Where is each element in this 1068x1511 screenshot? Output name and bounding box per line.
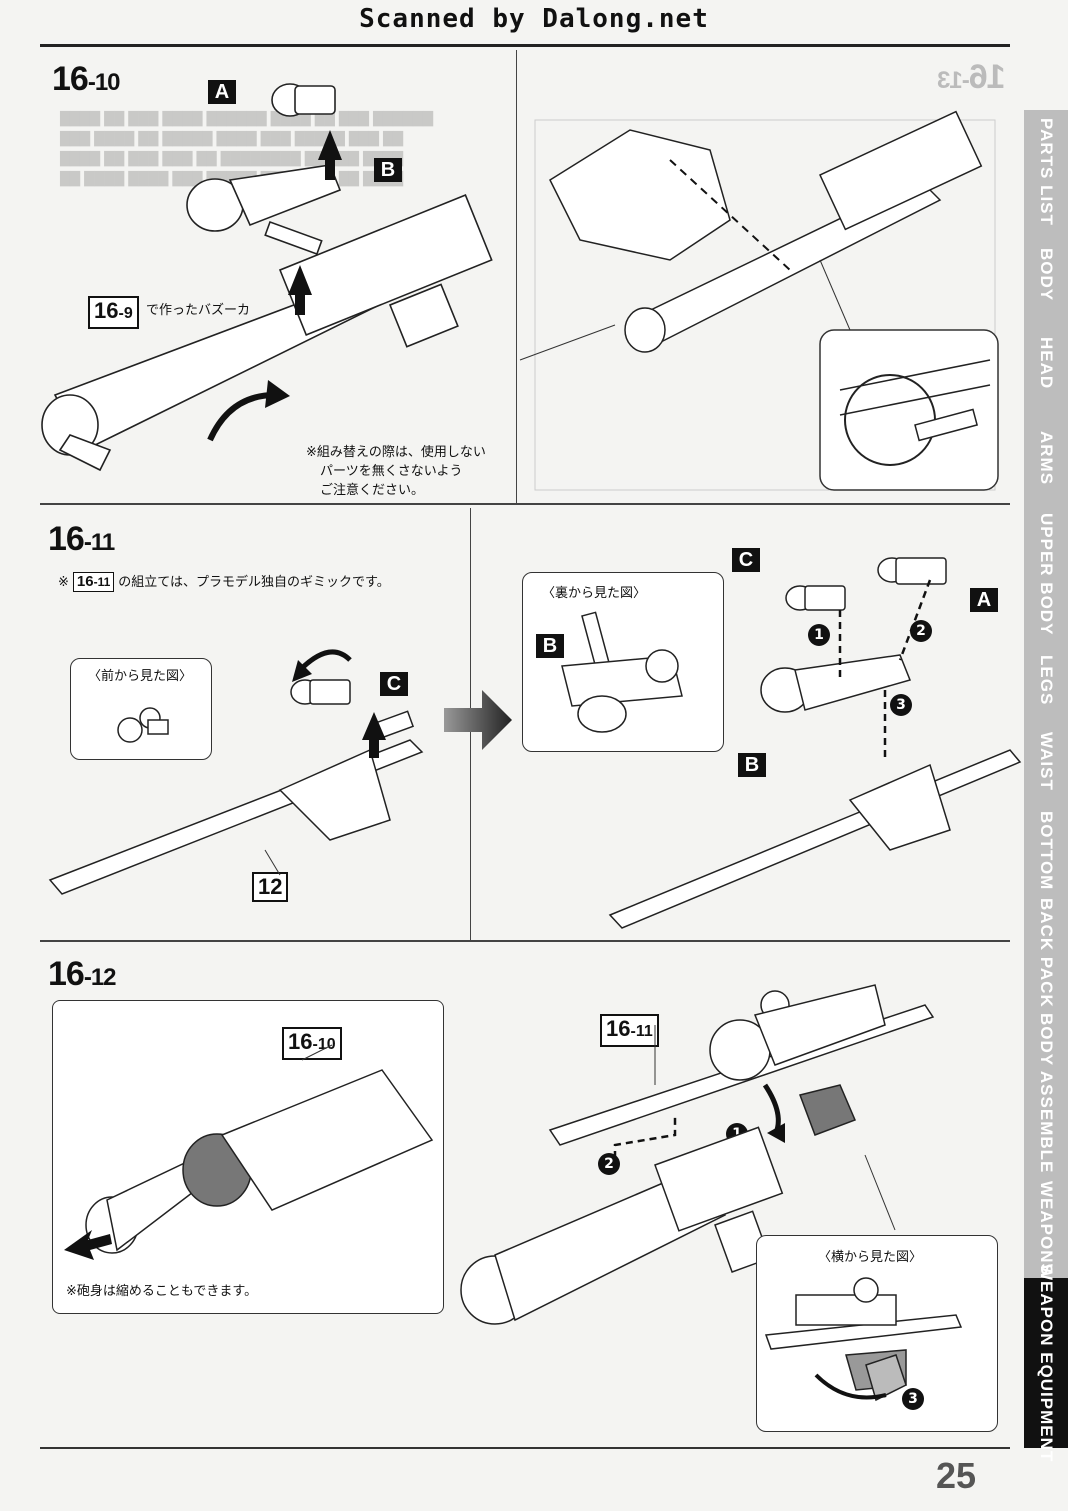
top-rule xyxy=(40,44,1010,47)
rifle-illustration-left xyxy=(48,649,424,895)
front-view-panel xyxy=(70,658,212,760)
order-mark-2: 2 xyxy=(910,620,932,642)
part-label-c: C xyxy=(380,672,408,696)
mounted-bazooka-illustration xyxy=(519,110,999,491)
tab-weapon-equipment[interactable]: WEAPON EQUIPMENT xyxy=(1024,1264,1068,1462)
section-divider xyxy=(40,503,1010,505)
side-view-caption: 〈横から見た図〉 xyxy=(818,1250,923,1265)
side-view-illustration xyxy=(764,1277,963,1402)
step-title: 16-11 xyxy=(48,520,115,558)
caution-note: ※組み替えの際は、使用しない パーツを無くさないよう ご注意ください。 xyxy=(306,445,486,498)
scan-credit: Scanned by Dalong.net xyxy=(359,4,709,34)
reference-caption: で作ったバズーカ xyxy=(146,303,251,318)
tab-back-pack[interactable]: BACK PACK xyxy=(1024,898,1068,1010)
back-view-part-b: B xyxy=(536,634,564,658)
tab-weapons[interactable]: WEAPONS xyxy=(1024,1178,1068,1280)
bazooka-illustration xyxy=(41,83,493,472)
gimmick-note: ※ 16-11 の組立ては、プラモデル独自のギミックです。 xyxy=(58,572,390,592)
reference-label: 16-9 xyxy=(88,296,139,329)
tab-bottom[interactable]: BOTTOM xyxy=(1024,804,1068,900)
tab-upper-body[interactable]: UPPER BODY xyxy=(1024,506,1068,644)
next-arrow-icon xyxy=(444,690,512,750)
tab-head[interactable]: HEAD xyxy=(1024,316,1068,412)
tab-body[interactable]: BODY xyxy=(1024,234,1068,318)
order-mark-3: 3 xyxy=(890,694,912,716)
reference-label-16-11: 16-11 xyxy=(600,1014,659,1047)
rifle-assembly-illustration xyxy=(608,557,1022,929)
column-divider xyxy=(516,50,517,503)
note-reference-label: 16-11 xyxy=(72,572,115,592)
part-label-b-right: B xyxy=(738,753,766,777)
section-divider xyxy=(40,940,1010,942)
order-mark-1: 1 xyxy=(808,624,830,646)
tab-body-assemble[interactable]: BODY ASSEMBLE xyxy=(1024,1008,1068,1180)
bottom-rule xyxy=(40,1447,1010,1449)
step-title: 16-10 xyxy=(52,60,121,98)
back-view-caption: 〈裏から見た図〉 xyxy=(542,586,647,601)
final-assembly-illustration xyxy=(460,984,935,1325)
page-number: 25 xyxy=(935,1455,976,1496)
part-label-b: B xyxy=(374,158,402,182)
front-view-scope-icon xyxy=(117,707,169,743)
part-label-a-right: A xyxy=(970,588,998,612)
barrel-note: ※砲身は縮めることもできます。 xyxy=(66,1284,258,1299)
reference-label-16-10: 16-10 xyxy=(282,1027,342,1060)
order-mark-3: 3 xyxy=(902,1388,924,1410)
step-title: 16-12 xyxy=(48,955,117,993)
telescoping-barrel-illustration xyxy=(64,1044,434,1260)
tab-legs[interactable]: LEGS xyxy=(1024,642,1068,720)
part-label-c-right: C xyxy=(732,548,760,572)
front-view-caption: 〈前から見た図〉 xyxy=(88,669,193,684)
section-index-sidebar: PARTS LIST BODY HEAD ARMS UPPER BODY LEG… xyxy=(1024,110,1068,1462)
part-label-a: A xyxy=(208,80,236,104)
tab-arms[interactable]: ARMS xyxy=(1024,410,1068,508)
part-number-12: 12 xyxy=(252,872,289,902)
back-view-illustration xyxy=(561,611,683,733)
tab-parts-list[interactable]: PARTS LIST xyxy=(1024,110,1068,236)
tab-waist[interactable]: WAIST xyxy=(1024,718,1068,806)
